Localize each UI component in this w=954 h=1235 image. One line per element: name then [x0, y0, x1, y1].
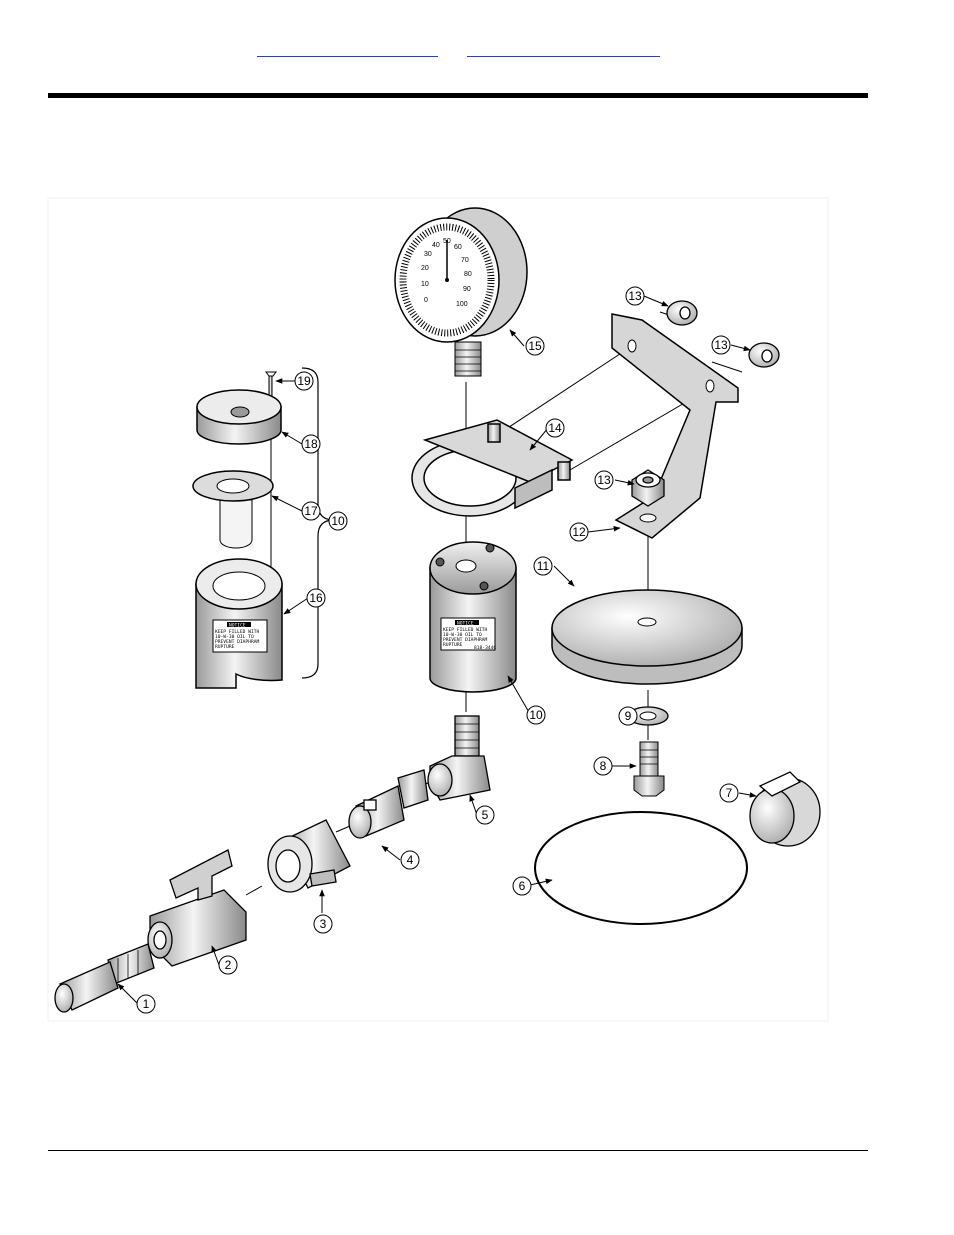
callout-balloon: [594, 470, 614, 490]
decal-line-1: KEEP FILLED WITH: [443, 627, 487, 633]
gauge-scale-20: 20: [421, 265, 429, 272]
elbow-fitting: [427, 715, 491, 801]
callout-balloon: [593, 756, 613, 776]
callout-number: 15: [528, 339, 542, 353]
callout-balloon: [711, 335, 731, 355]
callout-number: 5: [482, 808, 489, 822]
callout-balloon: [313, 914, 333, 934]
decal-line-3-kit: PREVENT DIAPHRAM: [215, 639, 259, 645]
callout-balloon: [512, 876, 532, 896]
rubber-diaphragm: [534, 811, 748, 925]
gauge-scale-50: 50: [443, 238, 451, 245]
decal-title-kit: NOTICE: [229, 623, 246, 629]
callout-balloon: [525, 336, 545, 356]
callout-balloon: [306, 588, 326, 608]
gauge-scale-100: 100: [456, 301, 468, 308]
callout-number: 6: [519, 879, 526, 893]
callout-number: 7: [726, 786, 733, 800]
callout-balloon: [136, 994, 156, 1014]
callout-number: 9: [625, 709, 632, 723]
u-bolt-clamp: [411, 419, 574, 517]
callout-number: 17: [304, 504, 318, 518]
callout-balloon: [328, 511, 348, 531]
gauge-scale-40: 40: [432, 242, 440, 249]
callout-balloon: [526, 705, 546, 725]
decal-line-4: RUPTURE: [443, 642, 463, 648]
callout-balloon: [475, 805, 495, 825]
barb-adapter: [348, 769, 429, 839]
decal-part-no: 818-344C: [474, 645, 496, 651]
gauge-scale-90: 90: [463, 286, 471, 293]
callout-balloon: [218, 955, 238, 975]
gauge-scale-0: 0: [424, 297, 428, 304]
decal-line-4-kit: RUPTURE: [215, 644, 235, 650]
callout-balloon: [400, 850, 420, 870]
header-link-right[interactable]: [467, 44, 660, 57]
callout-balloon: [533, 556, 553, 576]
weight-disc: [551, 589, 743, 685]
callout-balloon: [625, 286, 645, 306]
callout-number: 19: [297, 374, 311, 388]
coupler-cap: [749, 771, 821, 847]
callout-number: 11: [537, 559, 550, 573]
ball-valve: [147, 849, 247, 967]
callout-number: 1: [143, 997, 150, 1011]
pressure-gauge: 0 10 20 30 40 50 60 70 80 90 100: [394, 207, 528, 377]
gauge-scale-80: 80: [464, 271, 472, 278]
callout-number: 13: [714, 338, 728, 352]
decal-title: NOTICE: [457, 621, 474, 627]
housing-kit-exploded: NOTICE KEEP FILLED WITH 10-W-30 OIL TO P…: [192, 371, 283, 689]
callout-balloon: [301, 501, 321, 521]
gauge-scale-60: 60: [454, 244, 462, 251]
header-link-left[interactable]: [257, 44, 438, 57]
decal-line-2: 10-W-30 OIL TO: [443, 632, 482, 638]
header-rule: [48, 93, 868, 98]
mounting-bracket: [611, 313, 739, 539]
quick-coupler: [267, 819, 351, 893]
callout-number: 14: [548, 421, 562, 435]
callout-number: 10: [331, 514, 345, 528]
callout-balloon: [618, 706, 638, 726]
callout-number: 8: [600, 759, 607, 773]
callout-number: 16: [309, 591, 323, 605]
callout-number: 3: [320, 917, 327, 931]
callout-balloon: [719, 783, 739, 803]
gauge-scale-10: 10: [421, 281, 429, 288]
callout-balloon: [294, 371, 314, 391]
callout-balloon: [545, 418, 565, 438]
diaphragm-housing: NOTICE KEEP FILLED WITH 10-W-30 OIL TO P…: [429, 541, 517, 693]
callout-balloon: [569, 522, 589, 542]
callout-number: 13: [628, 289, 642, 303]
decal-line-1-kit: KEEP FILLED WITH: [215, 629, 259, 635]
callout-number: 4: [407, 853, 414, 867]
decal-line-3: PREVENT DIAPHRAM: [443, 637, 487, 643]
callout-number: 12: [572, 525, 586, 539]
callout-number: 13: [597, 473, 611, 487]
callout-number: 2: [225, 958, 232, 972]
callout-number: 18: [304, 437, 318, 451]
footer-rule: [48, 1150, 868, 1151]
callout-balloon: [301, 434, 321, 454]
gauge-scale-70: 70: [461, 257, 469, 264]
callout-number: 10: [529, 708, 543, 722]
decal-line-2-kit: 10-W-30 OIL TO: [215, 634, 254, 640]
hex-nuts: [631, 300, 780, 507]
gauge-scale-30: 30: [424, 251, 432, 258]
hex-bolt: [633, 741, 665, 797]
